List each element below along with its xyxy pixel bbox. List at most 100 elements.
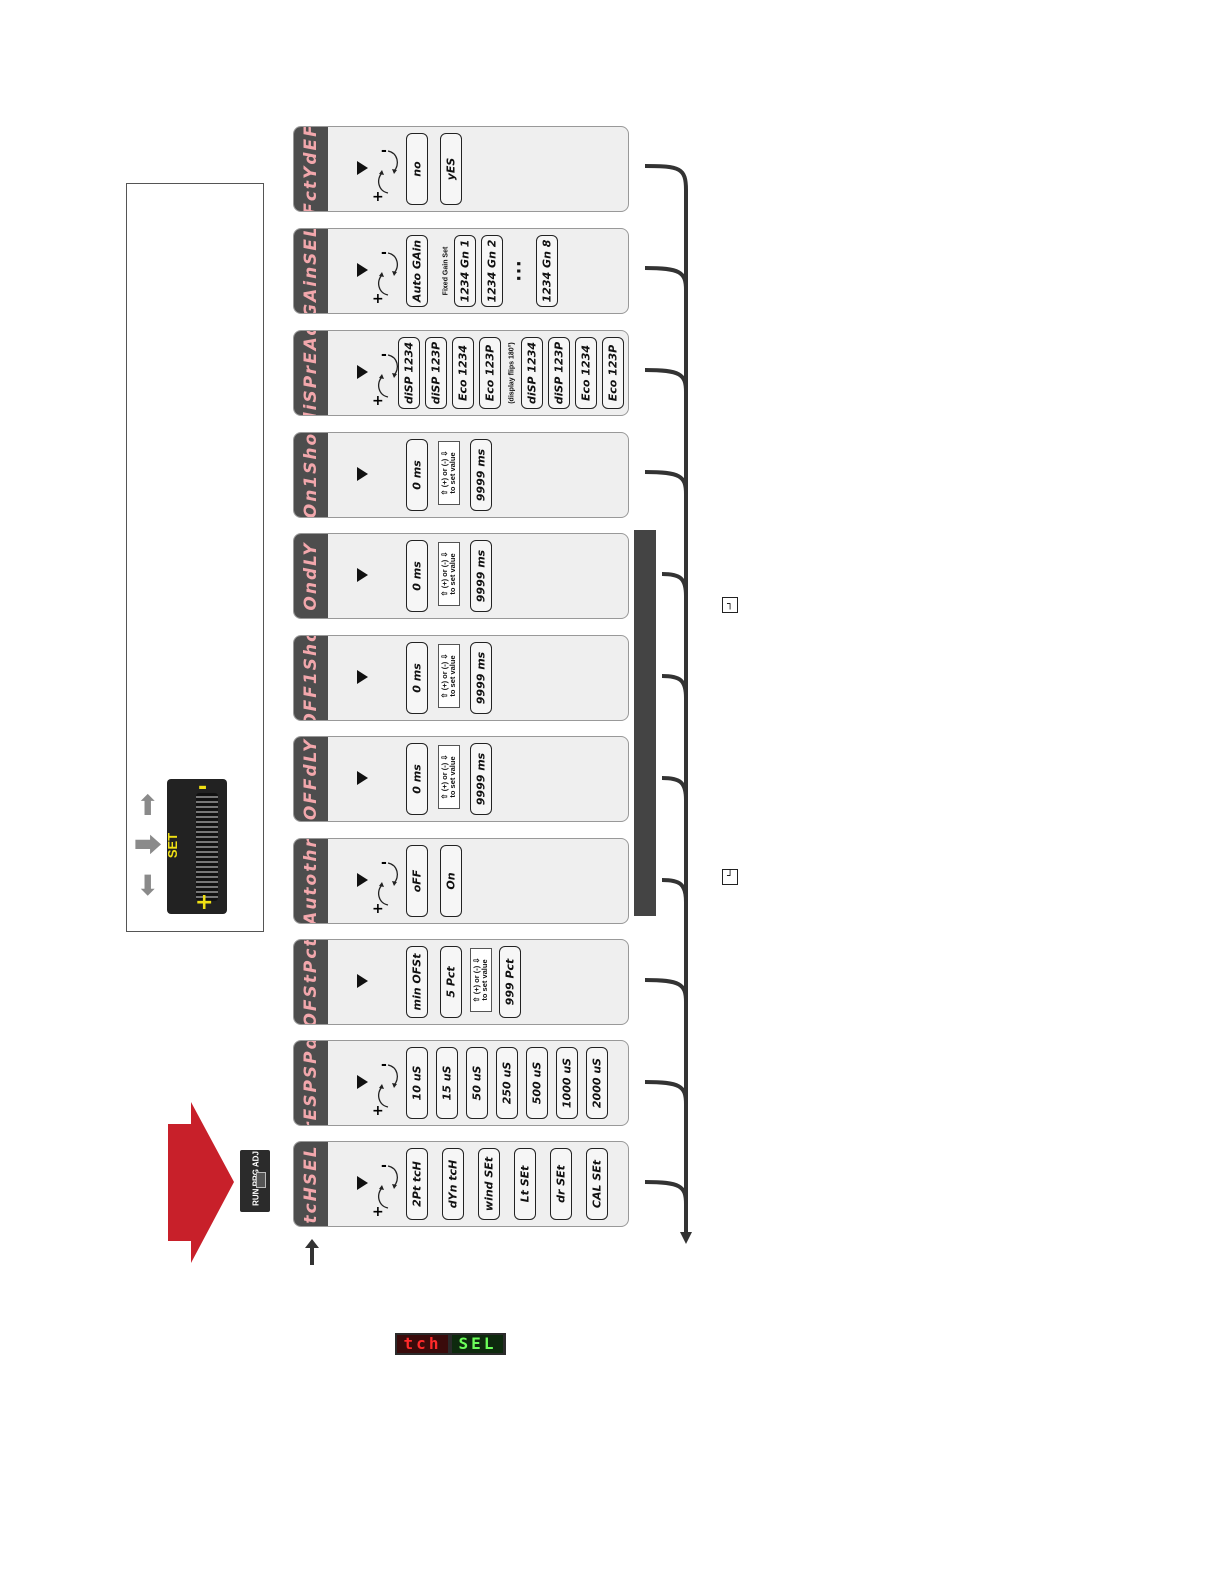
option-button[interactable]: Eco 1234 (452, 337, 474, 409)
option-button[interactable]: wind SEt (478, 1148, 500, 1220)
svg-text:-: - (381, 1158, 387, 1174)
option-button[interactable]: dYn tcH (442, 1148, 464, 1220)
option-button[interactable]: diSP 123P (548, 337, 570, 409)
svg-text:+: + (372, 189, 384, 201)
option-button[interactable]: 1234 Gn 8 (536, 235, 558, 307)
option-button[interactable]: 500 uS (526, 1047, 548, 1119)
panel-note: (display flips 180°) (504, 337, 520, 409)
option-button[interactable]: 0 ms (406, 642, 428, 714)
set-value-hint-text: ⇧ (+) or (-) ⇩to set value (440, 653, 457, 699)
option-label: oFF (410, 869, 424, 893)
option-button[interactable]: no (406, 133, 428, 205)
panel-header: OndLY (294, 534, 328, 618)
option-button[interactable]: 0 ms (406, 743, 428, 815)
option-button[interactable]: Auto GAin (406, 235, 428, 307)
mode-switch-slider[interactable] (256, 1172, 266, 1188)
panel-note: Fixed Gain Set (438, 235, 454, 307)
option-button[interactable]: 1234 Gn 2 (481, 235, 503, 307)
panel-title: On1Sho (301, 432, 321, 518)
option-button[interactable]: Lt SEt (514, 1148, 536, 1220)
option-button[interactable]: oFF (406, 845, 428, 917)
option-button[interactable]: dr SEt (550, 1148, 572, 1220)
option-button[interactable]: CAL SEt (586, 1148, 608, 1220)
option-button[interactable]: 999 Pct (499, 946, 521, 1018)
select-triangle-icon (357, 1075, 368, 1089)
option-button[interactable]: diSP 123P (425, 337, 447, 409)
option-button[interactable]: diSP 1234 (521, 337, 543, 409)
option-label: yES (444, 157, 458, 181)
option-button[interactable]: diSP 1234 (398, 337, 420, 409)
option-label: 15 uS (440, 1065, 454, 1101)
option-button[interactable]: 50 uS (466, 1047, 488, 1119)
set-value-hint-text: ⇧ (+) or (-) ⇩to set value (440, 450, 457, 496)
option-button[interactable]: 0 ms (406, 439, 428, 511)
option-button[interactable]: 1234 Gn 1 (454, 235, 476, 307)
option-button[interactable]: On (440, 845, 462, 917)
ellipsis-icon: ⋯ (507, 260, 532, 282)
option-button[interactable]: 9999 ms (470, 642, 492, 714)
lcd-segment-icon: ┘ (722, 869, 738, 885)
option-button[interactable]: 250 uS (496, 1047, 518, 1119)
panel-header: On1Sho (294, 433, 328, 517)
option-button[interactable]: 9999 ms (470, 743, 492, 815)
option-label: Eco 1234 (456, 344, 470, 402)
panel-header: OFStPct (294, 940, 328, 1024)
dial-knob-icon[interactable] (196, 793, 218, 901)
option-label: 999 Pct (503, 958, 517, 1006)
panel-header: GAinSEL (294, 229, 328, 313)
option-button[interactable]: 0 ms (406, 540, 428, 612)
option-button[interactable]: 10 uS (406, 1047, 428, 1119)
display-right-readout: SEL (452, 1335, 503, 1353)
option-label: 9999 ms (474, 448, 488, 502)
cycle-arrows-icon: -+ (372, 855, 399, 913)
panel-header: FctYdEF (294, 127, 328, 211)
select-triangle-icon (357, 263, 368, 277)
svg-text:+: + (372, 1204, 384, 1216)
option-button[interactable]: 2000 uS (586, 1047, 608, 1119)
option-label: diSP 123P (552, 341, 566, 405)
option-button[interactable]: 9999 ms (470, 439, 492, 511)
select-triangle-icon (357, 670, 368, 684)
set-value-hint: ⇧ (+) or (-) ⇩to set value (438, 441, 460, 505)
start-arrow-icon (305, 1239, 319, 1265)
option-button[interactable]: yES (440, 133, 462, 205)
option-label: CAL SEt (590, 1159, 604, 1209)
panel-header: rESPSPd (294, 1041, 328, 1125)
option-label: no (410, 161, 424, 177)
option-button[interactable]: 15 uS (436, 1047, 458, 1119)
option-button[interactable]: 2Pt tcH (406, 1148, 428, 1220)
panel-title: diSPrEAd (301, 330, 321, 416)
option-button[interactable]: Eco 123P (479, 337, 501, 409)
option-label: Eco 123P (483, 344, 497, 402)
option-button[interactable]: 1000 uS (556, 1047, 578, 1119)
svg-text:+: + (372, 1103, 384, 1115)
dial-plus-sign: + (195, 890, 214, 915)
option-label: wind SEt (482, 1156, 496, 1212)
option-label: 1000 uS (560, 1057, 574, 1109)
cycle-arrows-icon: -+ (372, 1057, 399, 1115)
option-button[interactable]: min OFSt (406, 946, 428, 1018)
svg-text:+: + (372, 393, 384, 405)
option-label: 0 ms (410, 663, 424, 693)
svg-text:+: + (372, 901, 384, 913)
option-label: 5 Pct (444, 966, 458, 998)
cycle-arrows-icon: -+ (372, 347, 399, 405)
option-label: 0 ms (410, 764, 424, 794)
option-button[interactable]: 5 Pct (440, 946, 462, 1018)
option-button[interactable]: Eco 1234 (575, 337, 597, 409)
right-arrow-icon: ⮕ (134, 829, 163, 862)
option-label: 2000 uS (590, 1057, 604, 1109)
option-button[interactable]: Eco 123P (602, 337, 624, 409)
menu-flow-line (644, 164, 692, 1244)
panel-header: OFFdLY (294, 737, 328, 821)
display-left-readout: tch (397, 1335, 448, 1353)
menu-panel-on1sho: On1Sho 0 ms ⇧ (+) or (-) ⇩to set value 9999… (293, 432, 629, 518)
option-button[interactable]: 9999 ms (470, 540, 492, 612)
down-arrow-icon: ⬇ (136, 869, 160, 902)
